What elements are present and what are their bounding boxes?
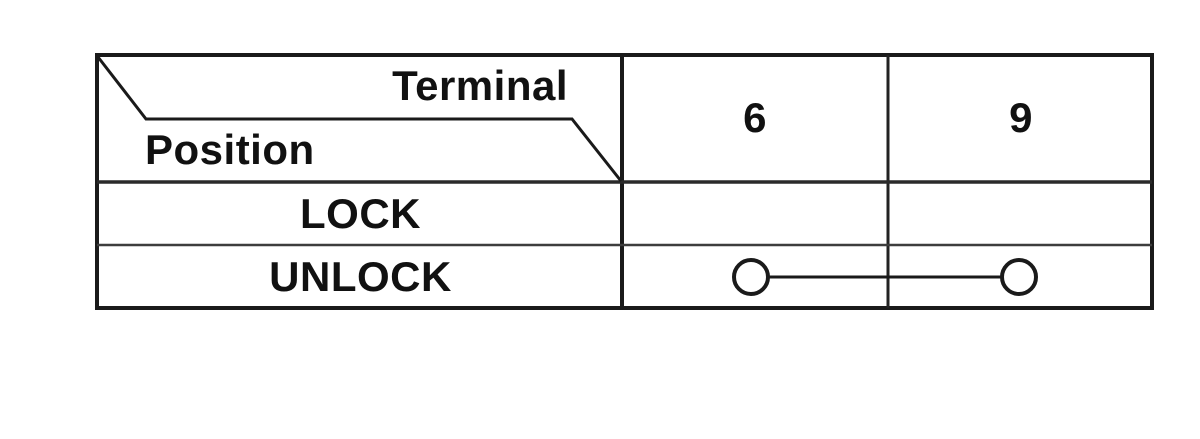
terminal-circle-6 bbox=[732, 258, 770, 296]
terminal-header-label: Terminal bbox=[392, 62, 568, 109]
terminal-column-header-9: 9 bbox=[1009, 93, 1033, 141]
terminal-circle-9 bbox=[1000, 258, 1038, 296]
continuity-symbol-unlock bbox=[732, 258, 1038, 296]
terminal-column-header-6: 6 bbox=[743, 93, 767, 141]
position-header-label: Position bbox=[145, 125, 315, 173]
row-label-lock: LOCK bbox=[300, 189, 421, 237]
row-label-unlock: UNLOCK bbox=[269, 252, 452, 300]
header-diagonal bbox=[96, 56, 623, 182]
